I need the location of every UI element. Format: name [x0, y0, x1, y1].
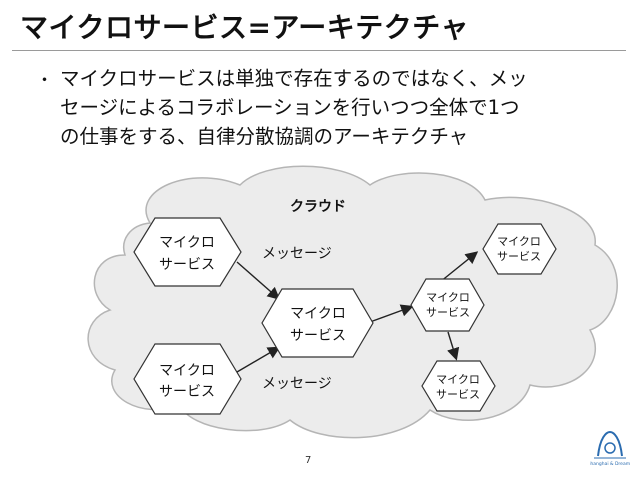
hex-midright-line2: サービス	[426, 306, 470, 319]
microservice-hexagon-bottomleft: マイクロ サービス	[133, 343, 242, 415]
microservice-hexagon-bottomright: マイクロ サービス	[421, 360, 496, 412]
hex-bottomright-line1: マイクロ	[436, 373, 480, 386]
microservice-hexagon-topleft: マイクロ サービス	[133, 217, 242, 287]
hex-center-line1: マイクロ	[290, 306, 346, 322]
slide-title: マイクロサービス=アーキテクチャ	[20, 11, 469, 44]
svg-text:Shanghai & Dreams: Shanghai & Dreams	[590, 461, 630, 467]
hex-bottomright-line2: サービス	[436, 388, 480, 401]
shanghai-logo-icon: Shanghai & Dreams	[590, 430, 630, 467]
title-divider	[12, 50, 626, 51]
arrow-midright-to-topright	[439, 251, 479, 283]
message-label-top: メッセージ	[262, 246, 332, 262]
bullet-line-1: マイクロサービスは単独で存在するのではなく、メッ	[60, 67, 528, 90]
microservice-hexagon-midright: マイクロ サービス	[410, 278, 485, 332]
cloud-label: クラウド	[290, 199, 346, 215]
arrow-to-center-top	[236, 261, 281, 300]
arrow-midright-to-bottomright	[447, 331, 460, 361]
hex-bottomleft-line2: サービス	[159, 384, 215, 400]
hex-topleft-line1: マイクロ	[159, 235, 215, 251]
arrow-to-center-bottom	[236, 346, 281, 373]
bullet-line-3: の仕事をする、自律分散協調のアーキテクチャ	[60, 125, 469, 148]
message-label-bottom: メッセージ	[262, 376, 332, 392]
page-number: 7	[305, 455, 312, 466]
hex-center-line2: サービス	[290, 328, 346, 344]
microservice-hexagon-topright: マイクロ サービス	[482, 223, 557, 275]
bullet-line-2: セージによるコラボレーションを行いつつ全体で1つ	[60, 96, 520, 119]
hex-midright-line1: マイクロ	[426, 291, 470, 304]
hex-topright-line2: サービス	[497, 250, 541, 263]
bullet-marker: ・	[36, 71, 53, 91]
hex-bottomleft-line1: マイクロ	[159, 363, 215, 379]
microservice-hexagon-center: マイクロ サービス	[261, 288, 374, 358]
arrow-center-to-midright	[369, 304, 414, 323]
bullet-text: マイクロサービスは単独で存在するのではなく、メッ セージによるコラボレーションを…	[60, 64, 600, 151]
hex-topleft-line2: サービス	[159, 257, 215, 273]
hex-topright-line1: マイクロ	[497, 235, 541, 248]
